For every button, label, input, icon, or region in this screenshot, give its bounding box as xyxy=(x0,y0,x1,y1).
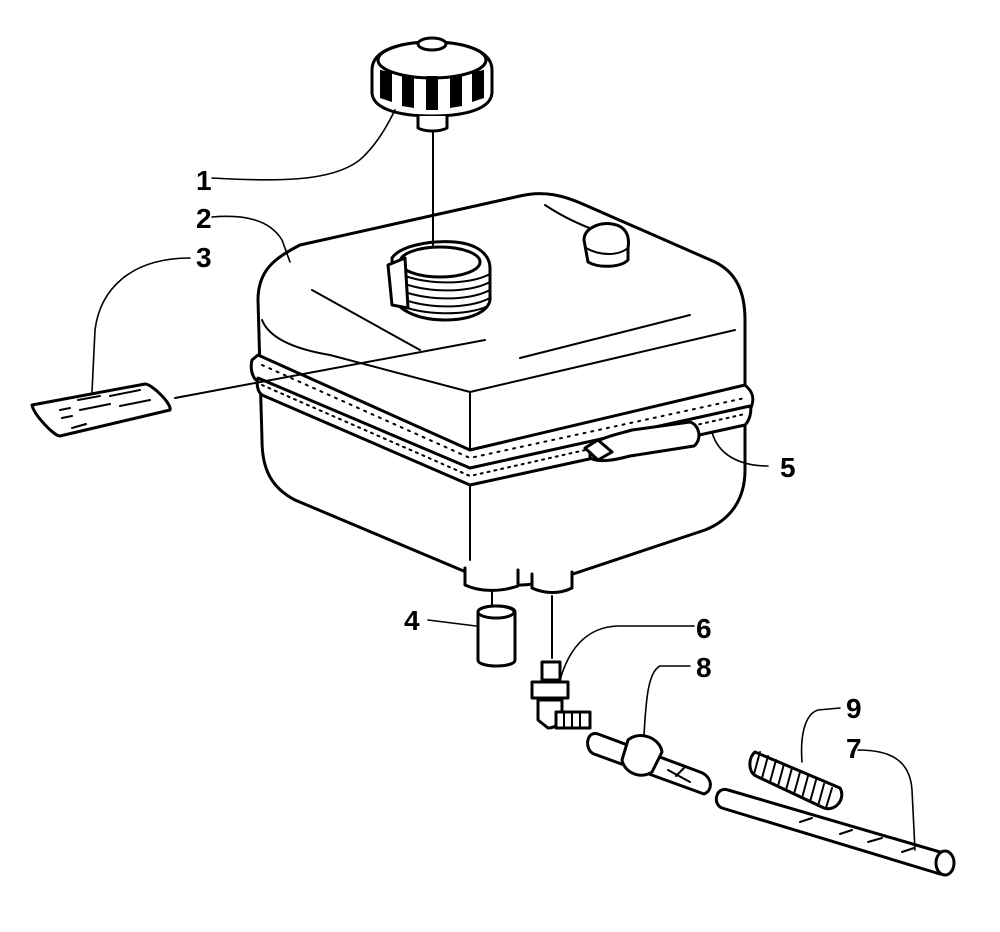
leader-8 xyxy=(643,665,691,736)
leader-4 xyxy=(427,619,477,627)
leader-5 xyxy=(711,431,769,467)
vent-cap xyxy=(582,222,630,268)
callout-4: 4 xyxy=(404,605,420,636)
callout-2: 2 xyxy=(196,203,212,234)
callout-6: 6 xyxy=(696,613,712,644)
leader-7 xyxy=(857,749,916,851)
callout-8: 8 xyxy=(696,652,712,683)
decal xyxy=(30,339,486,438)
filler-cap xyxy=(370,36,494,246)
leader-9 xyxy=(800,707,841,763)
callout-5: 5 xyxy=(780,452,796,483)
leader-6 xyxy=(559,625,695,681)
callout-3: 3 xyxy=(196,242,212,273)
callout-9: 9 xyxy=(846,693,862,724)
callouts: 1 2 3 4 5 6 7 8 9 xyxy=(196,165,862,764)
grommet xyxy=(476,591,517,668)
callout-7: 7 xyxy=(846,733,862,764)
leader-1 xyxy=(211,109,396,181)
leader-3 xyxy=(91,257,191,393)
spring-guard xyxy=(748,750,844,811)
callout-1: 1 xyxy=(196,165,212,196)
leader-lines xyxy=(91,109,916,851)
tank-strap xyxy=(249,353,755,487)
filler-neck xyxy=(386,240,492,322)
hose-clamp xyxy=(586,732,712,796)
elbow-fitting xyxy=(530,595,592,730)
fuel-hose xyxy=(714,787,956,877)
leader-2 xyxy=(211,215,291,263)
